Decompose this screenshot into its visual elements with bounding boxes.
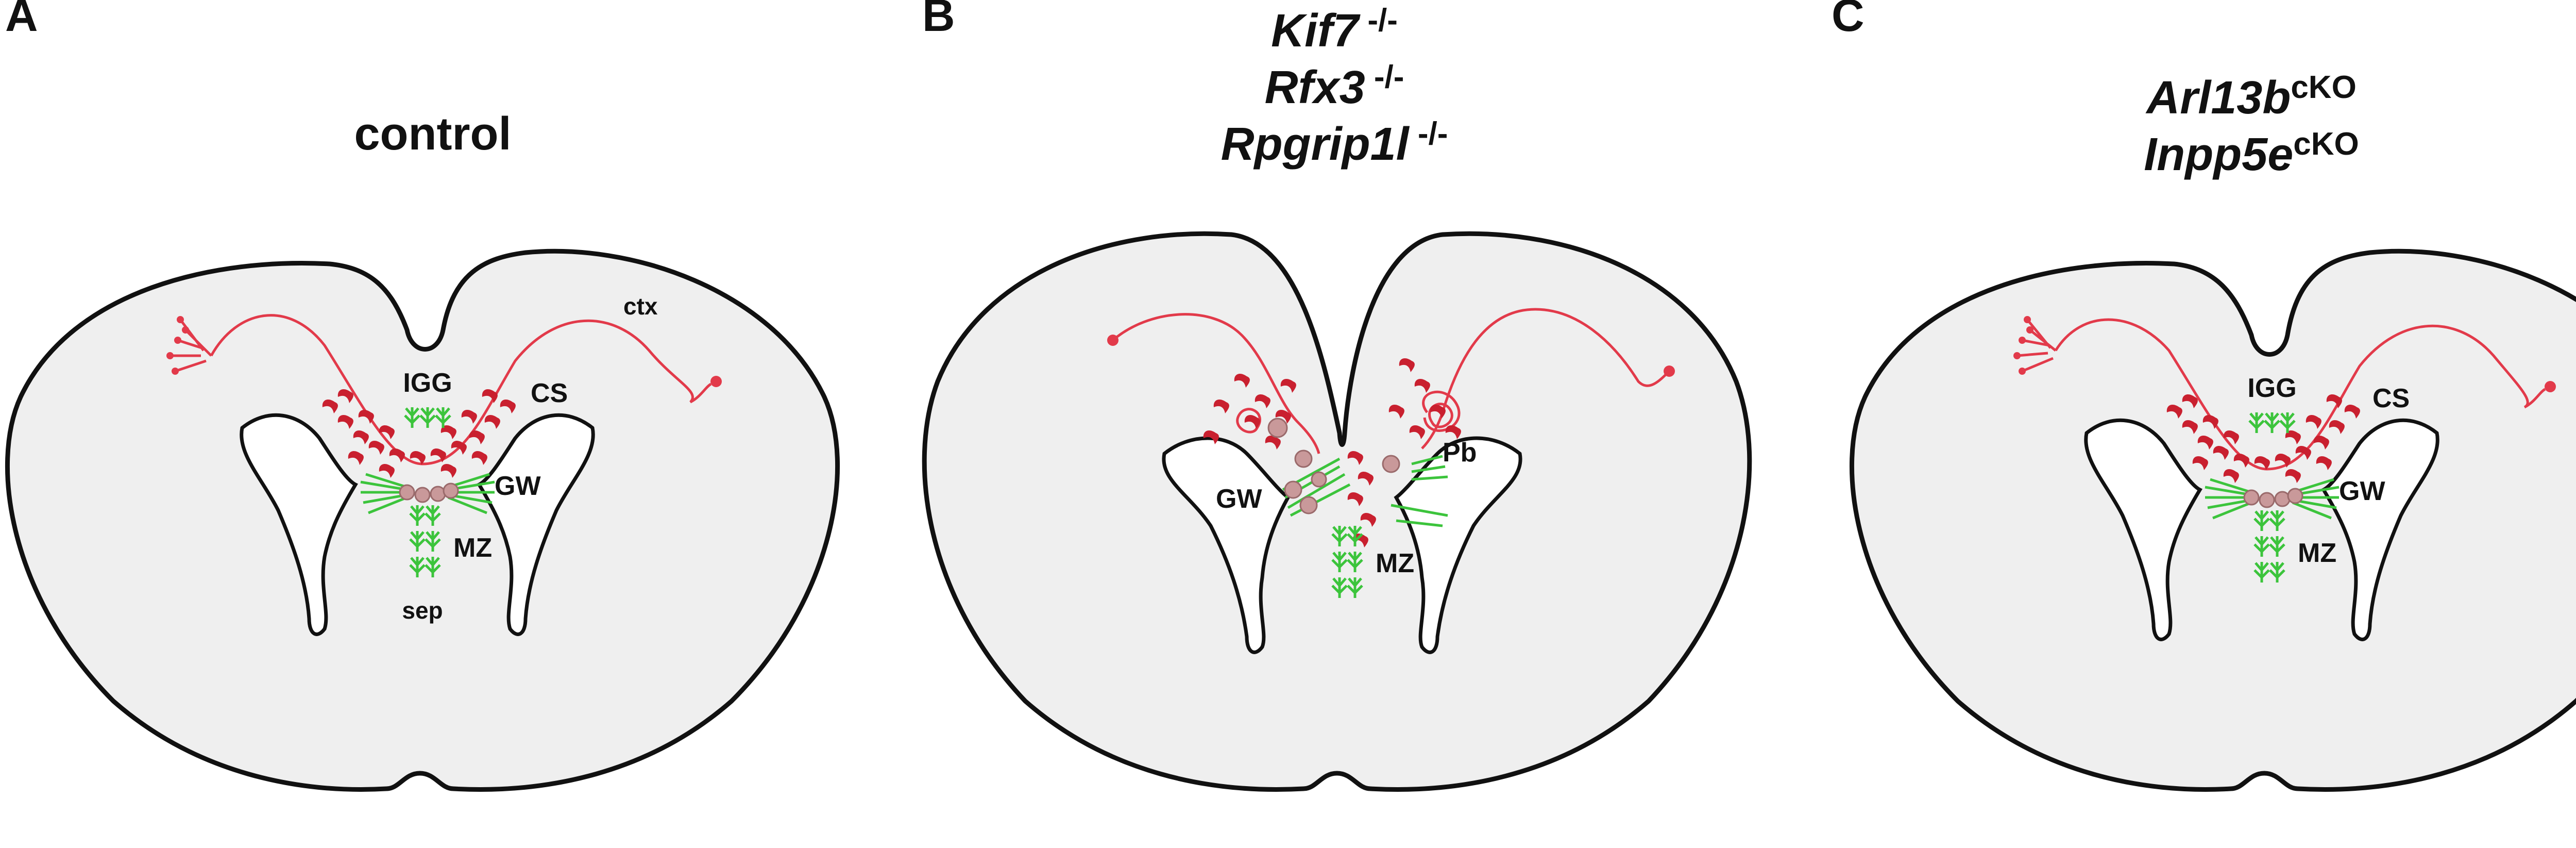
label-gw: GW: [2339, 476, 2385, 506]
panel-b-title-line-1: Kif7 -/-: [1271, 3, 1398, 57]
right-ventricle: [2321, 418, 2439, 641]
label-mz: MZ: [2298, 538, 2336, 568]
glial-wedge: [360, 473, 495, 514]
left-ventricle: [1162, 436, 1291, 654]
label-pb: Pb: [1443, 438, 1477, 468]
indusium-griseum-glia: [2249, 412, 2295, 433]
callosal-axon: [2054, 318, 2546, 471]
panel-letter-c: C: [1832, 0, 1865, 41]
left-callosal-axon: [1112, 313, 1320, 454]
label-igg: IGG: [403, 368, 452, 398]
axon-branches: [170, 319, 212, 373]
right-ventricle: [1394, 436, 1522, 654]
right-ventricle: [477, 413, 595, 636]
probst-bundles: [1236, 390, 1461, 434]
panel-letter-b: B: [922, 0, 955, 41]
axon-branch-tips: [2013, 316, 2033, 375]
panel-c: C Arl13bcKO Inpp5ecKO: [1832, 0, 2576, 792]
label-gw: GW: [495, 471, 541, 501]
growth-cone: [2545, 381, 2556, 392]
left-ventricle: [240, 413, 358, 636]
panel-a: A control: [5, 0, 840, 792]
brain-outline: [1850, 248, 2576, 792]
growth-cone: [710, 376, 722, 387]
label-sep: sep: [402, 597, 443, 624]
glial-wedge: [2205, 478, 2340, 520]
axon-branch-tips: [166, 316, 189, 375]
panel-letter-a: A: [5, 0, 38, 41]
right-axon-tip: [1664, 365, 1675, 377]
midline-neurons: [399, 483, 459, 503]
label-mz: MZ: [453, 533, 492, 563]
panel-b-title-line-3: Rpgrip1l -/-: [1221, 116, 1448, 170]
panel-a-title-line-1: control: [354, 108, 512, 160]
label-igg: IGG: [2247, 373, 2296, 403]
midline-neurons: [2243, 488, 2303, 508]
callosal-axon: [210, 314, 712, 465]
label-cs: CS: [2372, 384, 2410, 413]
axon-branches: [2016, 319, 2057, 373]
ectopic-neurons: [1267, 418, 1400, 514]
label-mz: MZ: [1376, 548, 1414, 578]
indusium-griseum-glia: [405, 407, 450, 428]
glial-wedge-right: [1391, 455, 1448, 527]
left-axon-tip: [1107, 335, 1118, 346]
left-ventricle: [2084, 418, 2202, 641]
panel-c-title-line-2: Inpp5ecKO: [2144, 126, 2359, 180]
panel-b-title-line-2: Rfx3 -/-: [1265, 59, 1404, 113]
panel-c-title-line-1: Arl13bcKO: [2145, 70, 2357, 124]
brain-outline: [922, 231, 1752, 792]
label-ctx: ctx: [623, 293, 658, 320]
label-gw: GW: [1216, 484, 1262, 514]
brain-outline: [5, 248, 840, 792]
label-cs: CS: [531, 378, 568, 408]
panel-b: B Kif7 -/- Rfx3 -/- Rpgrip1l -/-: [922, 0, 1752, 792]
